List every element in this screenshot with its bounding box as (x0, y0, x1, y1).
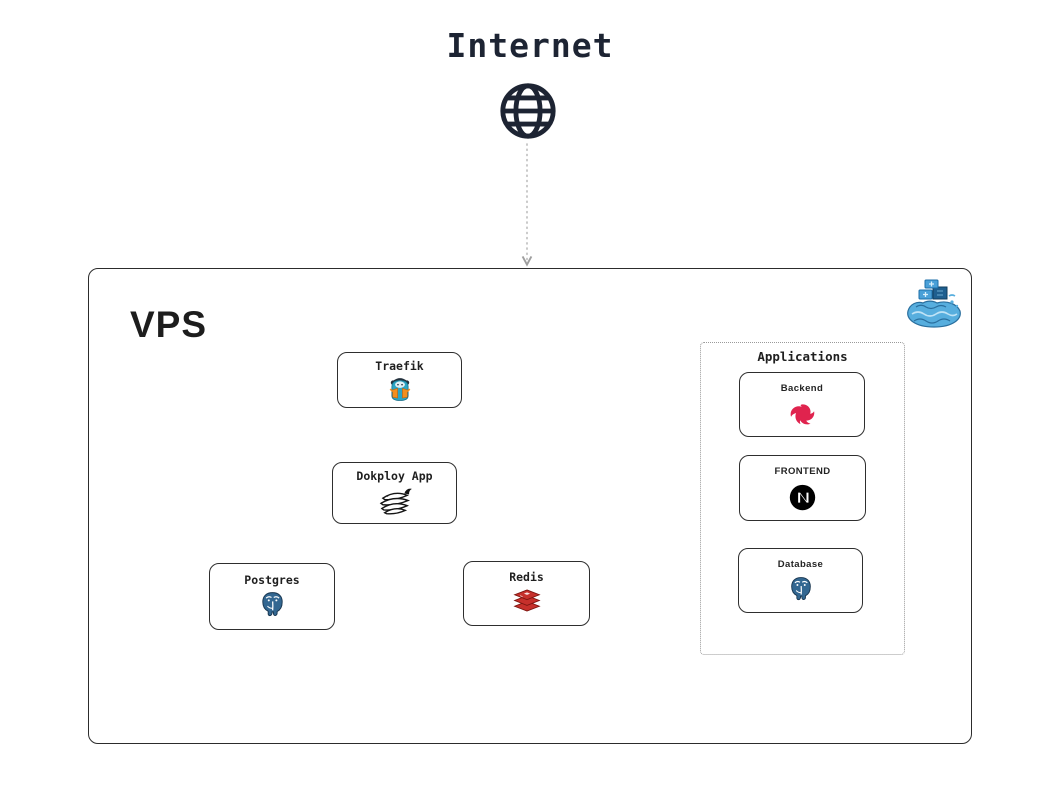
node-dokploy: Dokploy App (332, 462, 457, 524)
diagram-title: Internet (446, 26, 614, 65)
traefik-label: Traefik (375, 359, 424, 373)
dokploy-label: Dokploy App (356, 469, 433, 483)
node-backend: Backend (739, 372, 865, 437)
applications-label: Applications (757, 349, 848, 364)
database-label: Database (777, 559, 824, 570)
globe-icon (497, 80, 559, 142)
node-traefik: Traefik (337, 352, 462, 408)
docker-whale-icon (902, 276, 966, 334)
vps-label: VPS (130, 304, 208, 345)
backend-label: Backend (780, 383, 824, 394)
node-postgres: Postgres (209, 563, 335, 630)
nestjs-icon (788, 400, 816, 428)
node-database: Database (738, 548, 863, 613)
frontend-label: FRONTEND (774, 466, 831, 477)
redis-label: Redis (509, 570, 544, 584)
postgres-label: Postgres (244, 573, 300, 587)
dokploy-whale-icon (375, 486, 415, 516)
nextjs-icon (788, 483, 817, 512)
applications-frame (700, 342, 905, 655)
node-frontend: FRONTEND (739, 455, 866, 521)
redis-stack-icon (512, 587, 542, 614)
traefik-mascot-icon (387, 376, 413, 403)
postgres-elephant-icon (259, 590, 286, 618)
postgres-elephant-icon (788, 575, 814, 602)
node-redis: Redis (463, 561, 590, 626)
